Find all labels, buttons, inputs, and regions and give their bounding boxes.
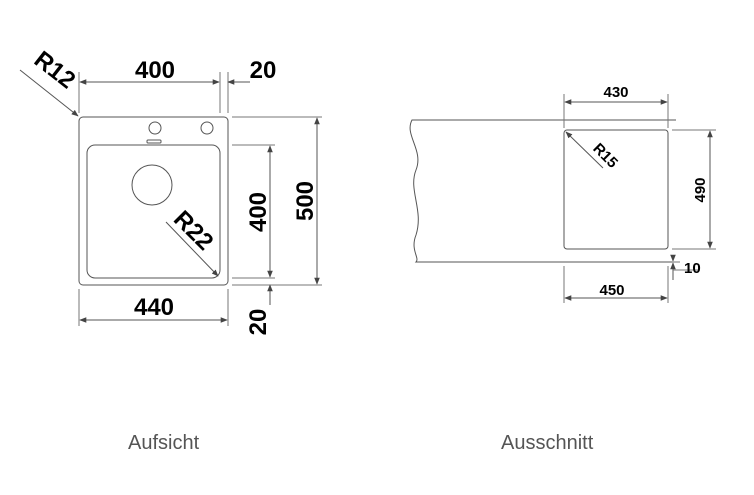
cutout-rectangle xyxy=(563,129,669,250)
dim-radius-r12: R12 xyxy=(29,46,80,94)
dim-radius-r22: R22 xyxy=(168,206,218,256)
tap-hole-left xyxy=(148,121,162,135)
dim-width-450: 450 xyxy=(599,282,624,299)
sink-outline xyxy=(78,116,229,286)
dim-height-500: 500 xyxy=(292,181,319,221)
dim-width-400: 400 xyxy=(135,57,175,84)
drain-circle xyxy=(131,164,173,206)
basin-outline xyxy=(86,144,221,279)
dim-width-440: 440 xyxy=(134,294,174,321)
tap-hole-right xyxy=(200,121,214,135)
dim-radius-r15: R15 xyxy=(589,140,620,171)
countertop-outline xyxy=(409,119,676,263)
cutout-view: 430 R15 490 10 450 xyxy=(409,84,716,303)
dim-height-20-bottom: 20 xyxy=(245,309,272,336)
leader-r22 xyxy=(165,221,219,277)
dim-width-430: 430 xyxy=(603,84,628,101)
caption-aufsicht: Aufsicht xyxy=(128,432,200,454)
dim-width-20-top: 20 xyxy=(250,57,277,84)
leader-r12 xyxy=(19,69,79,117)
overflow-slot xyxy=(146,139,162,144)
caption-ausschnitt: Ausschnitt xyxy=(501,432,594,454)
dim-height-490: 490 xyxy=(692,177,709,202)
leader-r15 xyxy=(565,131,604,169)
dim-height-400: 400 xyxy=(245,192,272,232)
dim-thickness-10: 10 xyxy=(684,260,701,277)
plan-view: 400 20 R12 R22 400 500 20 440 xyxy=(19,46,322,336)
